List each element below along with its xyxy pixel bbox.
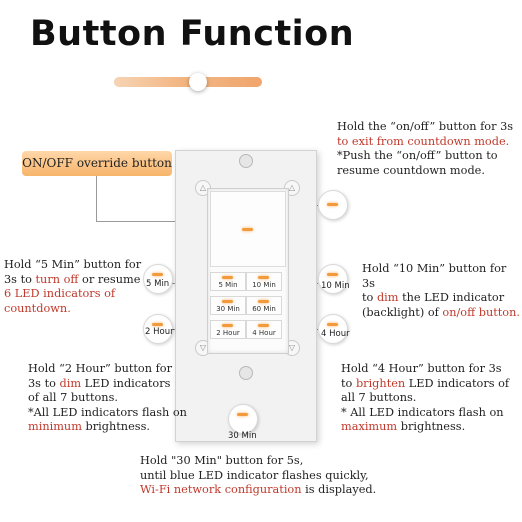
note-4hour-l2c: LED indicators of: [405, 376, 510, 390]
note-10min-line3: (backlight) of on/off button.: [362, 306, 522, 321]
note-2hour-l2a: 3s to: [28, 376, 60, 390]
button-5min[interactable]: 5 Min: [210, 272, 246, 291]
button-30min[interactable]: 30 Min: [210, 296, 246, 315]
note-5min-line1: Hold “5 Min” button for: [4, 258, 142, 271]
button-10min[interactable]: 10 Min: [246, 272, 282, 291]
note-10min-l3b: on/off button.: [442, 305, 520, 319]
leader-line-override-v: [96, 176, 97, 221]
note-4hour-line2: to brighten LED indicators of: [341, 377, 509, 392]
callout-2hour-label: 2 Hour: [145, 327, 174, 337]
button-4hour-label: 4 Hour: [252, 329, 276, 337]
note-onoff-line2: to exit from countdown mode.: [337, 134, 510, 148]
note-5min-l2a: 3s to: [4, 272, 36, 286]
note-10min-l3a: (backlight) of: [362, 305, 443, 319]
callout-10min-label: 10 Min: [321, 281, 350, 291]
callout-2hour-bubble: [143, 314, 173, 344]
note-2hour-l2b: dim: [59, 376, 82, 390]
button-60min-label: 60 Min: [252, 305, 276, 313]
led-10min-icon: [258, 276, 269, 279]
button-4hour[interactable]: 4 Hour: [246, 320, 282, 339]
button-60min[interactable]: 60 Min: [246, 296, 282, 315]
callout-10min-bubble: [318, 264, 348, 294]
note-onoff-line3: *Push the “on/off” button to: [337, 149, 498, 162]
leader-line-override-h: [96, 221, 246, 222]
note-5min-l2b: turn off: [35, 272, 79, 286]
led-2hour-icon: [222, 324, 233, 327]
note-2hour-line2: 3s to dim LED indicators: [28, 377, 187, 392]
note-2hour-line4: *All LED indicators flash on: [28, 405, 187, 419]
note-10min-l2a: to: [362, 291, 377, 304]
note-30min-line2: until blue LED indicator flashes quickly…: [140, 468, 369, 482]
note-2hour-l2c: LED indicators: [81, 376, 171, 390]
button-10min-label: 10 Min: [252, 281, 276, 289]
callout-30min-bubble: [228, 404, 258, 434]
button-2hour-label: 2 Hour: [216, 329, 240, 337]
note-2hour-line1: Hold “2 Hour” button for: [28, 362, 172, 375]
callout-5min-bubble: [143, 264, 173, 294]
note-2hour-l5b: brightness.: [81, 420, 150, 433]
led-30min-icon: [222, 300, 233, 303]
callout-4hour-label: 4 Hour: [321, 329, 350, 339]
note-10min-line2: to dim the LED indicator: [362, 291, 522, 306]
decorative-slider-fill: [114, 77, 200, 87]
callout-4hour-bubble: [318, 314, 348, 344]
note-4hour-l2b: brighten: [355, 376, 406, 390]
note-10min-l2b: dim: [376, 291, 399, 304]
callout-2hour-led-icon: [152, 323, 163, 326]
button-2hour[interactable]: 2 Hour: [210, 320, 246, 339]
onoff-led-icon: [242, 228, 253, 231]
callout-5min-led-icon: [152, 273, 163, 276]
note-30min-l3a: Wi-Fi network configuration: [140, 483, 302, 496]
note-2hour-line5: minimum brightness.: [28, 420, 187, 435]
callout-5min-label: 5 Min: [146, 279, 170, 289]
note-5min-line3: 6 LED indicators of: [4, 287, 116, 300]
note-4hour-l2a: to: [341, 376, 356, 390]
note-4hour-l5b: brightness.: [397, 420, 466, 433]
note-2hour: Hold “2 Hour” button for 3s to dim LED i…: [28, 362, 187, 435]
callout-30min-led-icon: [237, 413, 248, 416]
note-2hour-line3: of all 7 buttons.: [28, 391, 118, 404]
note-5min-line4: countdown.: [4, 301, 71, 315]
callout-30min-label: 30 Min: [228, 431, 257, 441]
note-10min: Hold “10 Min” button for 3s to dim the L…: [362, 262, 522, 320]
callout-onoff-bubble: [318, 190, 348, 220]
led-5min-icon: [222, 276, 233, 279]
note-onoff: Hold the “on/off” button for 3s to exit …: [337, 120, 513, 178]
note-4hour-line5: maximum brightness.: [341, 420, 509, 435]
onoff-override-label: ON/OFF override button: [22, 151, 172, 176]
note-30min-line1: Hold "30 Min" button for 5s,: [140, 454, 304, 467]
onoff-button[interactable]: [210, 191, 286, 267]
note-4hour-line3: all 7 buttons.: [341, 391, 417, 404]
note-30min-l3b: is displayed.: [301, 483, 377, 496]
note-4hour: Hold “4 Hour” button for 3s to brighten …: [341, 362, 509, 435]
note-5min-line2: 3s to turn off or resume: [4, 273, 141, 288]
note-2hour-l5a: minimum: [28, 420, 82, 433]
note-10min-l2c: the LED indicator: [398, 291, 505, 304]
bottom-screw: [239, 366, 253, 380]
note-4hour-line4: * All LED indicators flash on: [341, 405, 504, 419]
callout-4hour-led-icon: [327, 323, 338, 326]
button-5min-label: 5 Min: [218, 281, 238, 289]
led-4hour-icon: [258, 324, 269, 327]
note-onoff-line4: resume countdown mode.: [337, 163, 485, 177]
callout-onoff-led-icon: [327, 203, 338, 206]
led-60min-icon: [258, 300, 269, 303]
callout-10min-led-icon: [327, 273, 338, 276]
note-30min-line3: Wi-Fi network configuration is displayed…: [140, 483, 376, 498]
button-30min-label: 30 Min: [216, 305, 240, 313]
decorative-slider-knob: [189, 73, 207, 91]
note-4hour-l5a: maximum: [341, 420, 398, 433]
note-10min-line1: Hold “10 Min” button for 3s: [362, 262, 507, 290]
note-30min: Hold "30 Min" button for 5s, until blue …: [140, 454, 376, 498]
top-screw: [239, 154, 253, 168]
note-4hour-line1: Hold “4 Hour” button for 3s: [341, 362, 502, 375]
note-onoff-line1: Hold the “on/off” button for 3s: [337, 120, 514, 133]
page-title: Button Function: [30, 14, 355, 54]
note-5min-l2c: or resume: [78, 272, 141, 286]
note-5min: Hold “5 Min” button for 3s to turn off o…: [4, 258, 141, 316]
